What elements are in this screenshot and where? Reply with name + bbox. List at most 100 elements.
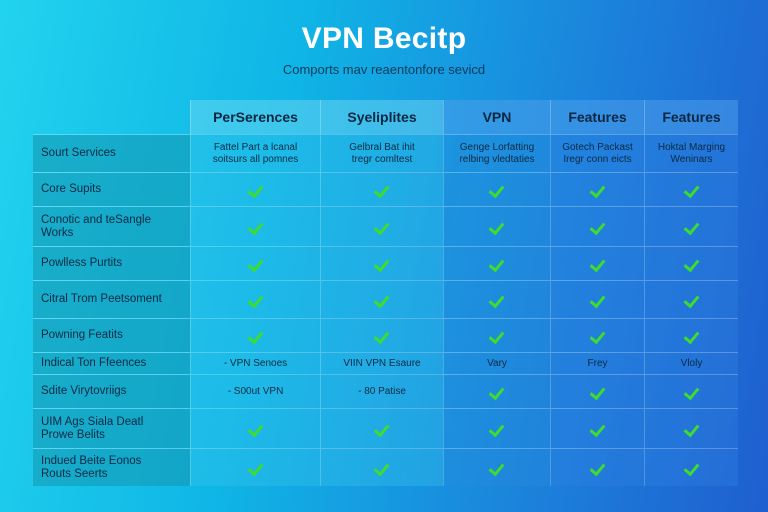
check-cell [443, 247, 550, 280]
checkmark-icon [684, 182, 700, 198]
checkmark-icon [489, 328, 505, 344]
checkmark-icon [374, 256, 390, 272]
text-cell: Gelbral Bat ihit tregr comltest [320, 135, 443, 172]
check-cell [190, 247, 320, 280]
column-header: Features [644, 100, 738, 134]
check-cell [550, 375, 644, 408]
page-subtitle: Comports mav reaentonfore sevicd [282, 62, 486, 77]
check-cell [320, 281, 443, 318]
text-cell: - S00ut VPN [190, 375, 320, 408]
check-cell [644, 409, 738, 448]
checkmark-icon [248, 292, 264, 308]
checkmark-icon [374, 328, 390, 344]
column-header: Features [550, 100, 644, 134]
table-row: Core Supits [33, 172, 738, 206]
check-cell [644, 319, 738, 352]
column-header: VPN [443, 100, 550, 134]
row-label: UIM Ags Siala Deatl Prowe Belits [33, 409, 190, 448]
checkmark-icon [489, 384, 505, 400]
check-cell [320, 319, 443, 352]
checkmark-icon [684, 460, 700, 476]
check-cell [190, 319, 320, 352]
text-cell: - VPN Senoes [190, 353, 320, 374]
checkmark-icon [248, 421, 264, 437]
text-cell: Hoktal Marging Weninars [644, 135, 738, 172]
checkmark-icon [590, 182, 606, 198]
check-cell [443, 449, 550, 486]
checkmark-icon [590, 256, 606, 272]
checkmark-icon [489, 182, 505, 198]
checkmark-icon [489, 292, 505, 308]
checkmark-icon [590, 328, 606, 344]
row-label: Core Supits [33, 173, 190, 206]
check-cell [644, 207, 738, 246]
checkmark-icon [248, 219, 264, 235]
check-cell [550, 207, 644, 246]
column-header: PerSerences [190, 100, 320, 134]
checkmark-icon [374, 219, 390, 235]
checkmark-icon [590, 292, 606, 308]
table-row: UIM Ags Siala Deatl Prowe Belits [33, 408, 738, 448]
check-cell [190, 449, 320, 486]
text-cell: Frey [550, 353, 644, 374]
check-cell [550, 409, 644, 448]
check-cell [443, 281, 550, 318]
checkmark-icon [489, 219, 505, 235]
check-cell [644, 449, 738, 486]
table-row: Conotic and teSangle Works [33, 206, 738, 246]
check-cell [550, 173, 644, 206]
checkmark-icon [590, 219, 606, 235]
table-row: Citral Trom Peetsoment [33, 280, 738, 318]
check-cell [320, 247, 443, 280]
checkmark-icon [590, 384, 606, 400]
check-cell [644, 173, 738, 206]
row-label: Powlless Purtits [33, 247, 190, 280]
row-label: Indical Ton Ffeences [33, 353, 190, 374]
text-cell: Genge Lorfatting relbing vledtaties [443, 135, 550, 172]
checkmark-icon [684, 384, 700, 400]
table-row: Sdite Virytovriigs- S00ut VPN- 80 Patise [33, 374, 738, 408]
table-row: Indued Beite Eonos Routs Seerts [33, 448, 738, 486]
check-cell [320, 207, 443, 246]
checkmark-icon [684, 292, 700, 308]
check-cell [443, 409, 550, 448]
checkmark-icon [489, 460, 505, 476]
text-cell: Vloly [644, 353, 738, 374]
text-cell: Fattel Part a lcanal soitsurs all pomnes [190, 135, 320, 172]
row-label: Sdite Virytovriigs [33, 375, 190, 408]
row-label: Indued Beite Eonos Routs Seerts [33, 449, 190, 486]
page-title: VPN Becitp [301, 22, 467, 55]
row-label: Powning Featits [33, 319, 190, 352]
check-cell [443, 173, 550, 206]
checkmark-icon [684, 219, 700, 235]
check-cell [190, 173, 320, 206]
row-label: Citral Trom Peetsoment [33, 281, 190, 318]
checkmark-icon [374, 292, 390, 308]
text-cell: Gotech Packast Iregr conn eicts [550, 135, 644, 172]
text-cell: - 80 Patise [320, 375, 443, 408]
checkmark-icon [590, 460, 606, 476]
checkmark-icon [684, 421, 700, 437]
check-cell [320, 409, 443, 448]
row-label: Sourt Services [33, 135, 190, 172]
table-row: Powlless Purtits [33, 246, 738, 280]
check-cell [550, 281, 644, 318]
check-cell [443, 319, 550, 352]
checkmark-icon [248, 328, 264, 344]
table-header: PerSerences Syeliplites VPN Features Fea… [190, 100, 738, 134]
check-cell [190, 409, 320, 448]
check-cell [550, 247, 644, 280]
check-cell [190, 207, 320, 246]
check-cell [550, 449, 644, 486]
check-cell [443, 207, 550, 246]
check-cell [190, 281, 320, 318]
check-cell [644, 247, 738, 280]
checkmark-icon [248, 182, 264, 198]
check-cell [644, 375, 738, 408]
check-cell [320, 173, 443, 206]
check-cell [644, 281, 738, 318]
check-cell [320, 449, 443, 486]
